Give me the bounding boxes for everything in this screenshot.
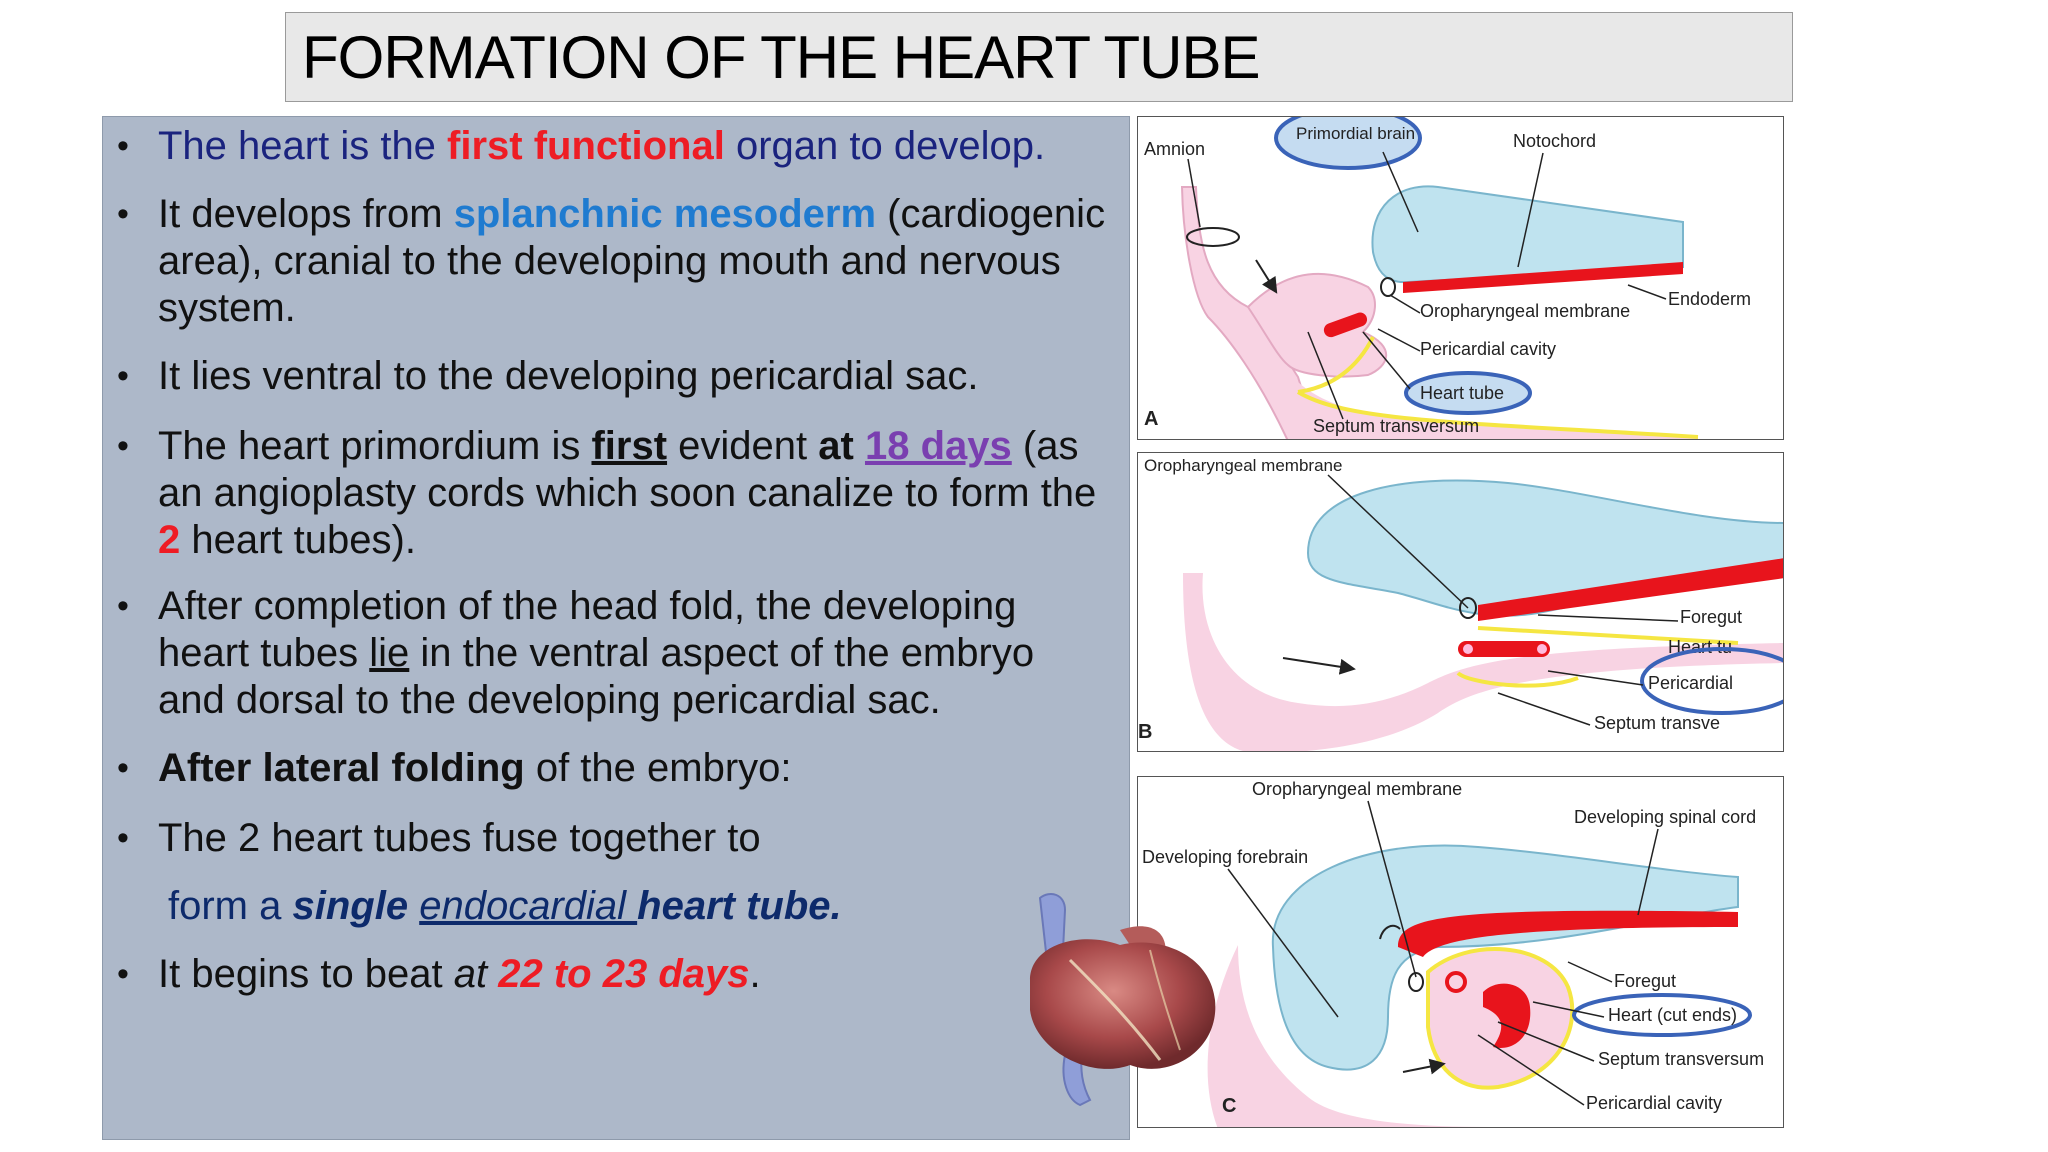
bullet-text-run: organ to develop. (724, 124, 1046, 168)
diagram-c-art: Oropharyngeal membrane Developing spinal… (1142, 779, 1764, 1127)
bullet-text-run (408, 884, 419, 928)
bullet-dot-icon: • (117, 195, 129, 233)
bullet-dot-icon: • (117, 749, 129, 787)
bullet-text-run: first (591, 424, 668, 468)
bullet-text-run: evident (667, 424, 819, 468)
diagram-b: Oropharyngeal membrane Foregut Heart tu … (1137, 452, 1784, 752)
bullet-text-run (854, 424, 865, 468)
bullet-dot-icon: • (117, 127, 129, 165)
bullet-text: It lies ventral to the developing perica… (158, 353, 1108, 400)
bullet-text-run (487, 952, 498, 996)
bullet-text-run: of the embryo: (524, 746, 792, 790)
bullet-text-run: It develops from (158, 192, 454, 236)
label-heart-cut-ends: Heart (cut ends) (1608, 1005, 1737, 1025)
bullet-text-run: After completion of the head fold, the d… (158, 584, 1017, 675)
bullet-text-run: The heart primordium is (158, 424, 592, 468)
bullet-text-run: . (749, 952, 761, 996)
bullet-text: After lateral folding of the embryo: (158, 745, 1108, 792)
bullet-text-run: It lies ventral to the developing perica… (158, 354, 979, 398)
label-endoderm: Endoderm (1668, 289, 1751, 309)
bullet-text: It develops from splanchnic mesoderm (ca… (158, 191, 1108, 332)
bullet-dot-icon: • (117, 955, 129, 993)
bullet-text-run: (cardiogenic area), cranial to the devel… (158, 192, 1106, 330)
label-developing-spinal-cord: Developing spinal cord (1574, 807, 1756, 827)
label-pericardial-cavity: Pericardial cavity (1420, 339, 1556, 359)
label-oropharyngeal-membrane-c: Oropharyngeal membrane (1252, 779, 1462, 799)
bullet-text-run: at (453, 952, 488, 996)
bullet-dot-icon: • (117, 427, 129, 465)
label-septum-transversum-c: Septum transversum (1598, 1049, 1764, 1069)
bullet-text-run: lie (369, 631, 410, 675)
heart-illustration (1030, 893, 1216, 1107)
bullet-text-run: (as an angioplasty cords which soon cana… (158, 424, 1097, 515)
bullet-text-run: It begins to beat (158, 952, 454, 996)
bullet-text-run: 18 days (864, 424, 1012, 468)
label-foregut-b: Foregut (1680, 607, 1742, 627)
label-notochord: Notochord (1513, 131, 1596, 151)
bullet-text: The 2 heart tubes fuse together to (158, 815, 1108, 862)
bullet-dot-icon: • (117, 357, 129, 395)
bullet-text: form a single endocardial heart tube. (168, 883, 1118, 930)
bullet-text-run: The heart is the (158, 124, 448, 168)
label-developing-forebrain: Developing forebrain (1142, 847, 1308, 867)
bullet-text: The heart is the first functional organ … (158, 123, 1108, 170)
label-heart-tube: Heart tube (1420, 383, 1504, 403)
bullet-text-run: form a (168, 884, 293, 928)
diagram-c: Oropharyngeal membrane Developing spinal… (1137, 776, 1784, 1128)
bullet-text-run: 2 (158, 518, 181, 562)
label-pericardial-cavity-c: Pericardial cavity (1586, 1093, 1722, 1113)
label-oropharyngeal-membrane-b: Oropharyngeal membrane (1144, 456, 1342, 475)
bullet-dot-icon: • (117, 587, 129, 625)
bullet-text: The heart primordium is first evident at… (158, 423, 1108, 564)
label-septum-transversum: Septum transversum (1313, 416, 1479, 436)
bullet-text-run: heart tubes). (180, 518, 416, 562)
bullet-text-run: After lateral folding (158, 746, 525, 790)
bullet-text-run: The 2 heart tubes fuse together to (158, 816, 761, 860)
label-amnion: Amnion (1144, 139, 1205, 159)
bullet-text-run: single (292, 884, 409, 928)
bullet-text: It begins to beat at 22 to 23 days. (158, 951, 1108, 998)
label-septum-b: Septum transve (1594, 713, 1720, 733)
bullet-text-run: first functional (447, 124, 725, 168)
bullet-text: After completion of the head fold, the d… (158, 583, 1108, 724)
diagram-a-art: Primordial brain Amnion Notochord Endode… (1144, 117, 1751, 439)
label-oropharyngeal-membrane: Oropharyngeal membrane (1420, 301, 1630, 321)
diagram-b-letter: B (1138, 721, 1152, 743)
title-bar: FORMATION OF THE HEART TUBE (285, 12, 1793, 102)
diagram-a-letter: A (1144, 408, 1158, 430)
diagram-b-art: Oropharyngeal membrane Foregut Heart tu … (1138, 456, 1783, 751)
slide-title: FORMATION OF THE HEART TUBE (302, 24, 1261, 91)
label-pericardial-b: Pericardial (1648, 673, 1733, 693)
diagram-c-letter: C (1222, 1095, 1236, 1117)
diagram-a: Primordial brain Amnion Notochord Endode… (1137, 116, 1784, 440)
bullet-panel: • The heart is the first functional organ… (102, 116, 1130, 1140)
bullet-text-run: splanchnic mesoderm (453, 192, 877, 236)
bullet-text-run: heart tube. (637, 884, 842, 928)
bullet-dot-icon: • (117, 819, 129, 857)
bullet-text-run: 22 to 23 days (498, 952, 750, 996)
bullet-text-run: in the ventral aspect of the embryo and … (158, 631, 1035, 722)
label-foregut-c: Foregut (1614, 971, 1676, 991)
label-primordial-brain: Primordial brain (1296, 124, 1415, 143)
bullet-text-run: at (818, 424, 854, 468)
bullet-text-run: endocardial (419, 884, 638, 928)
